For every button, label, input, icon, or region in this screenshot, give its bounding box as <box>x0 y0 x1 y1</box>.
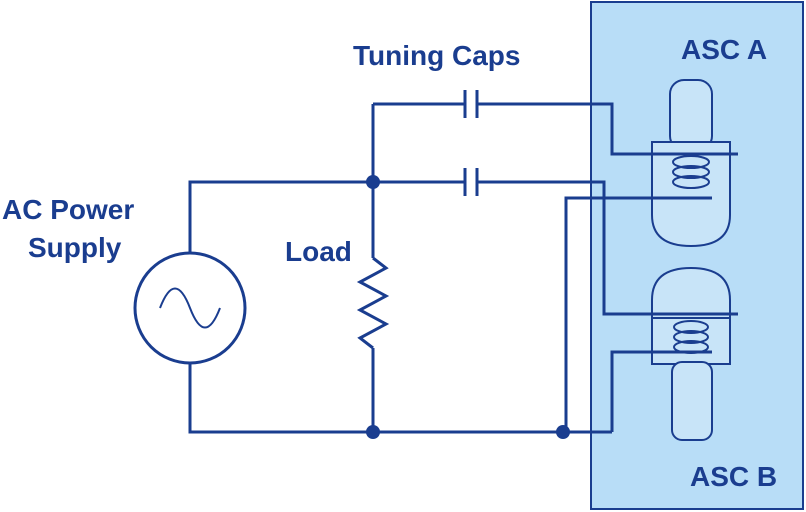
power-supply-label-line1: AC Power <box>2 194 135 225</box>
asc-a-label: ASC A <box>681 34 768 65</box>
capacitor-icon <box>463 90 479 118</box>
coil-icon <box>673 320 709 354</box>
ac-source-icon <box>133 251 247 365</box>
asc-b-device <box>651 266 731 441</box>
asc-b-return-wire <box>610 350 712 432</box>
capacitor-icon <box>463 168 479 196</box>
coil-icon <box>672 155 710 189</box>
junction-dot-icon <box>556 425 570 439</box>
power-supply-label-line2: Supply <box>28 232 122 263</box>
mid-cap-wire-right <box>477 180 738 316</box>
left-wire <box>188 180 373 255</box>
resistor-icon <box>356 256 390 350</box>
left-bottom-wire <box>188 362 612 434</box>
junction-dot-icon <box>366 175 380 189</box>
top-cap-wire-right <box>477 102 738 156</box>
tuning-caps-label: Tuning Caps <box>353 40 521 71</box>
asc-b-label: ASC B <box>690 461 778 492</box>
asc-a-return-wire <box>564 196 712 432</box>
load-label: Load <box>285 236 352 267</box>
junction-dot-icon <box>366 425 380 439</box>
asc-a-device <box>651 79 731 248</box>
